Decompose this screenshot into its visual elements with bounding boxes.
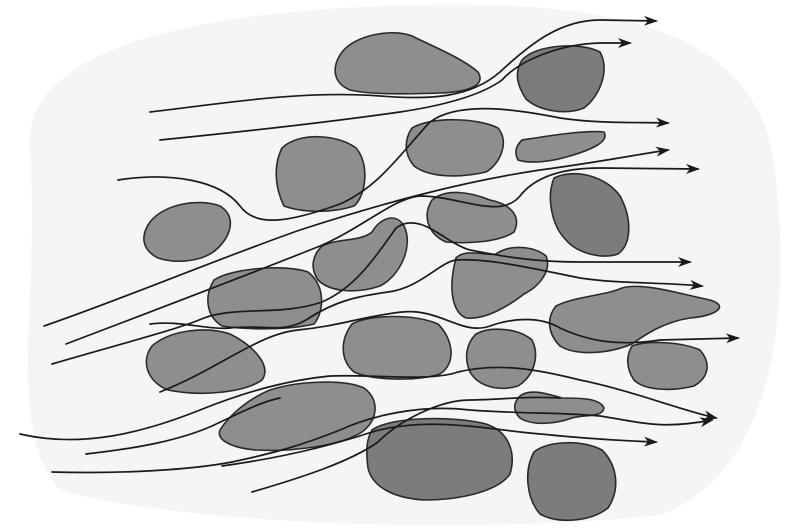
grain bbox=[276, 137, 365, 212]
grain bbox=[343, 317, 451, 380]
grain bbox=[367, 419, 512, 500]
grain bbox=[528, 443, 616, 521]
grain bbox=[467, 329, 536, 388]
grain bbox=[517, 46, 604, 112]
grain bbox=[628, 343, 707, 390]
grain bbox=[406, 120, 503, 176]
grain bbox=[208, 268, 322, 329]
